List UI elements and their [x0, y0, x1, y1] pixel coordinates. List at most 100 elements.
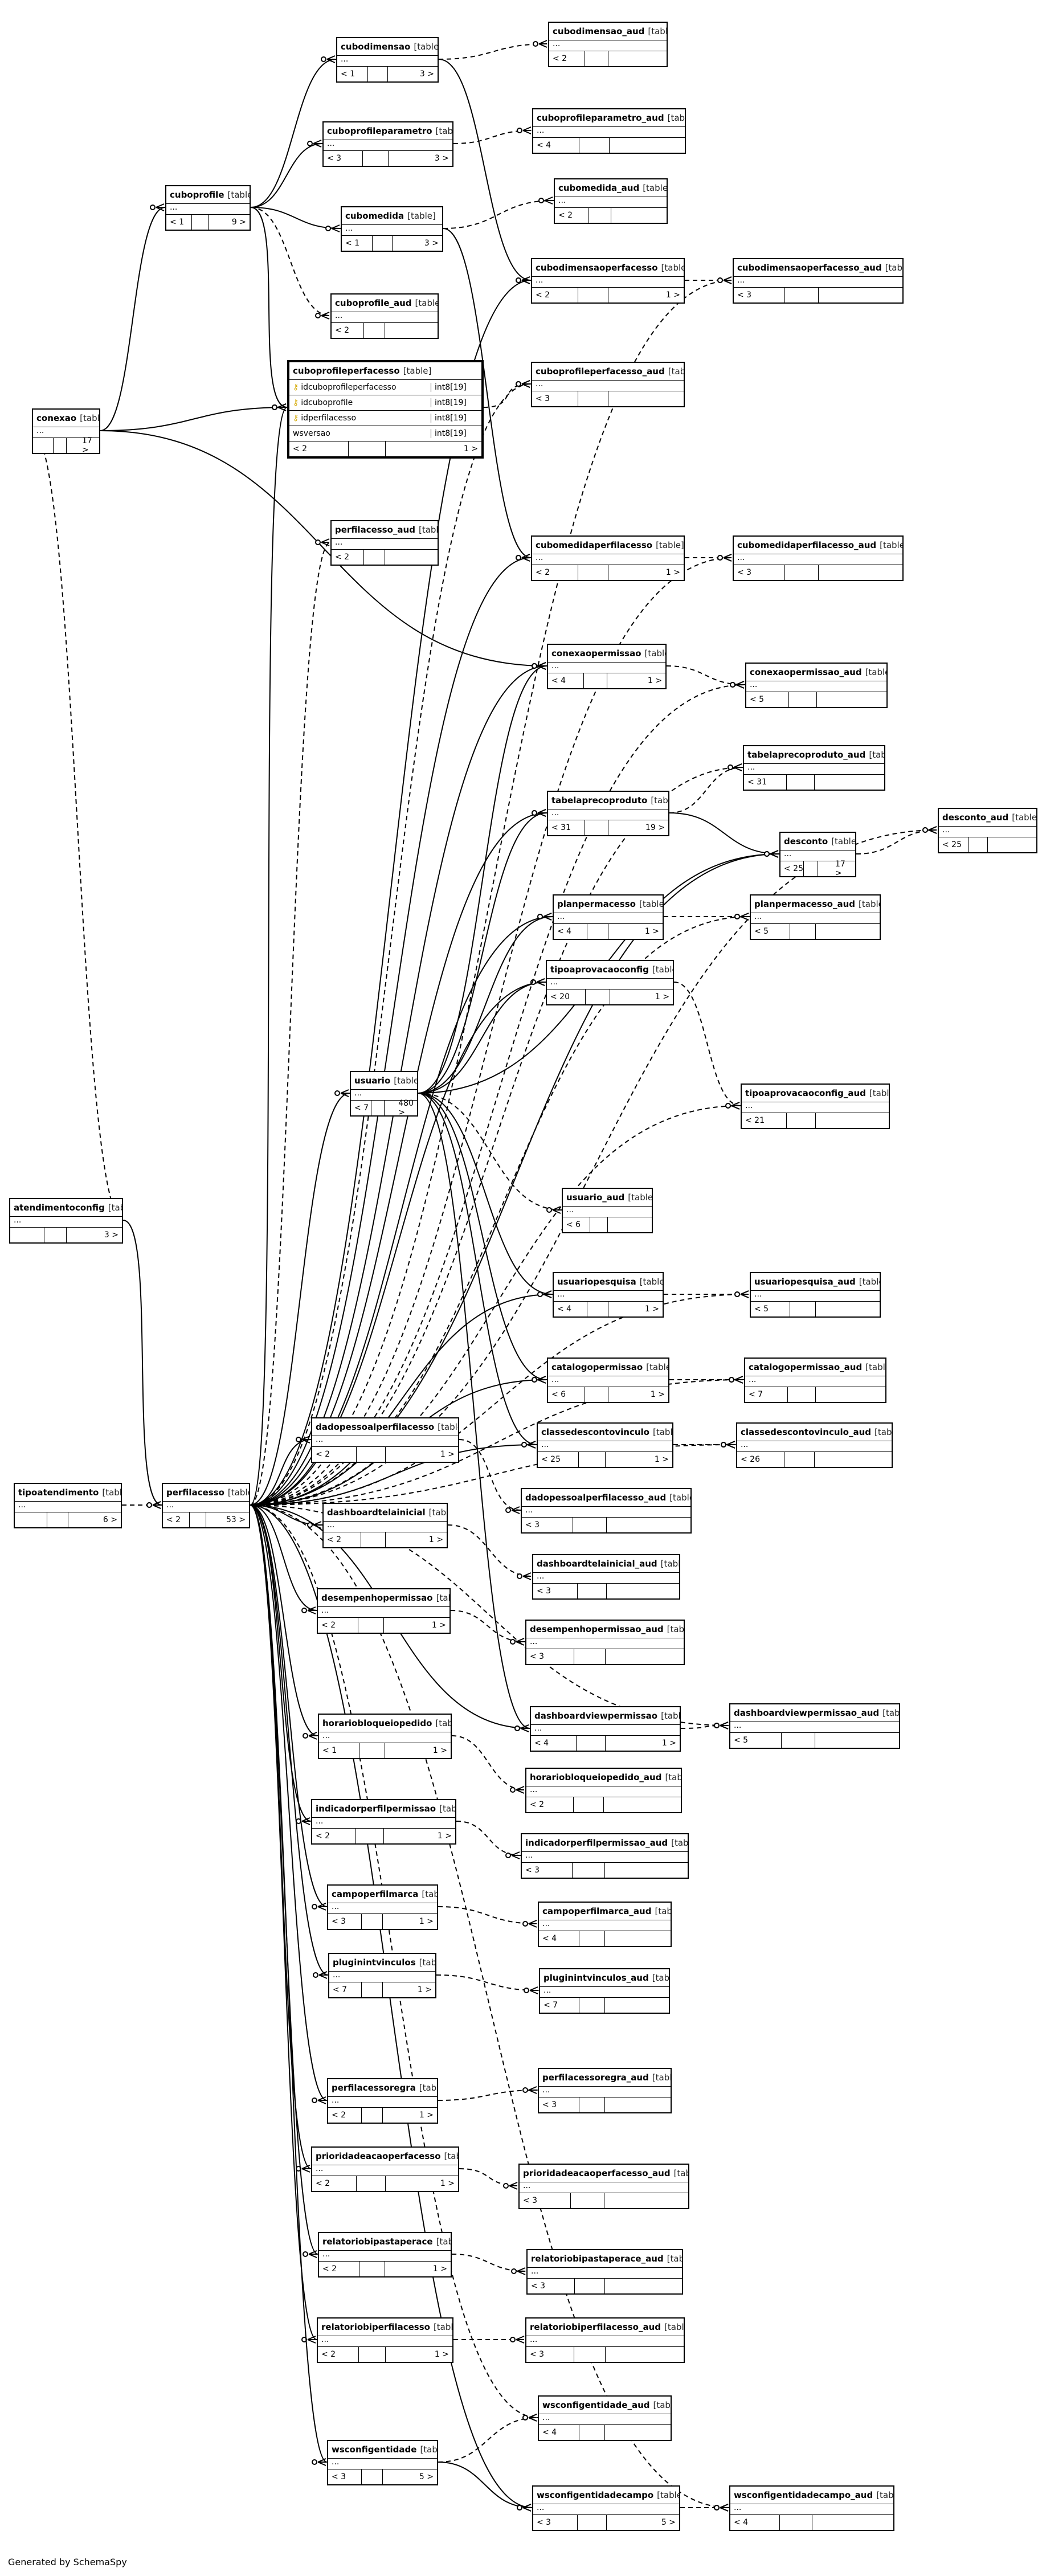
- table-header[interactable]: cubomedidaperfilacesso_aud[table]: [734, 537, 902, 554]
- table-header[interactable]: conexaopermissao_aud[table]: [746, 664, 886, 681]
- table-name[interactable]: cubomedida: [345, 211, 404, 221]
- table-header[interactable]: cuboprofileparametro_aud[table]: [533, 109, 685, 127]
- table-name[interactable]: prioridadeacaoperfacesso_aud: [523, 2168, 671, 2178]
- table-dadopessoalperfilacesso[interactable]: dadopessoalperfilacesso[table]...< 21 >: [311, 1417, 459, 1463]
- table-campoperfilmarca[interactable]: campoperfilmarca[table]...< 31 >: [327, 1884, 438, 1930]
- table-cubomedidaperfilacesso_aud[interactable]: cubomedidaperfilacesso_aud[table]...< 3: [733, 535, 904, 581]
- table-name[interactable]: tabelaprecoproduto_aud: [747, 750, 866, 760]
- table-header[interactable]: tabelaprecoproduto[table]: [548, 792, 668, 809]
- table-header[interactable]: pluginintvinculos_aud[table]: [540, 1969, 669, 1987]
- table-usuariopesquisa[interactable]: usuariopesquisa[table]...< 41 >: [553, 1272, 664, 1318]
- table-header[interactable]: wsconfigentidadecampo[table]: [533, 2487, 679, 2504]
- table-horariobloqueiopedido[interactable]: horariobloqueiopedido[table]...< 11 >: [318, 1714, 452, 1759]
- table-name[interactable]: tipoatendimento: [18, 1487, 99, 1498]
- table-header[interactable]: dadopessoalperfilacesso[table]: [312, 1418, 458, 1436]
- table-header[interactable]: usuariopesquisa_aud[table]: [751, 1273, 880, 1291]
- table-relatoriobipastaperace[interactable]: relatoriobipastaperace[table]...< 21 >: [318, 2232, 452, 2277]
- table-name[interactable]: campoperfilmarca: [332, 1889, 419, 1899]
- table-header[interactable]: prioridadeacaoperfacesso_aud[table]: [520, 2165, 688, 2182]
- table-relatoriobipastaperace_aud[interactable]: relatoriobipastaperace_aud[table]...< 3: [526, 2249, 683, 2295]
- table-header[interactable]: pluginintvinculos[table]: [329, 1954, 435, 1972]
- table-header[interactable]: cuboprofileparametro[table]: [324, 122, 452, 140]
- table-indicadorperfilpermissao[interactable]: indicadorperfilpermissao[table]...< 21 >: [311, 1799, 456, 1845]
- table-wsconfigentidadecampo[interactable]: wsconfigentidadecampo[table]...< 35 >: [532, 2485, 680, 2531]
- table-header[interactable]: dadopessoalperfilacesso_aud[table]: [522, 1489, 690, 1507]
- table-indicadorperfilpermissao_aud[interactable]: indicadorperfilpermissao_aud[table]...< …: [521, 1833, 689, 1879]
- table-planpermacesso_aud[interactable]: planpermacesso_aud[table]...< 5: [750, 894, 881, 940]
- table-name[interactable]: cuboprofile: [170, 190, 224, 200]
- table-header[interactable]: campoperfilmarca_aud[table]: [539, 1903, 671, 1920]
- table-name[interactable]: campoperfilmarca_aud: [542, 1906, 652, 1916]
- table-name[interactable]: desconto: [784, 836, 828, 847]
- table-header[interactable]: usuariopesquisa[table]: [554, 1273, 663, 1291]
- table-tipoaprovacaoconfig[interactable]: tipoaprovacaoconfig[table]...< 201 >: [546, 960, 674, 1005]
- table-desempenhopermissao_aud[interactable]: desempenhopermissao_aud[table]...< 3: [525, 1620, 685, 1665]
- table-name[interactable]: classedescontovinculo: [541, 1427, 649, 1437]
- table-name[interactable]: indicadorperfilpermissao_aud: [525, 1838, 668, 1848]
- table-dadopessoalperfilacesso_aud[interactable]: dadopessoalperfilacesso_aud[table]...< 3: [521, 1488, 692, 1534]
- table-header[interactable]: relatoriobiperfilacesso_aud[table]: [526, 2319, 684, 2336]
- table-name[interactable]: atendimentoconfig: [14, 1203, 105, 1213]
- table-name[interactable]: dashboardviewpermissao: [534, 1711, 658, 1721]
- table-name[interactable]: desempenhopermissao: [321, 1593, 433, 1603]
- table-name[interactable]: usuariopesquisa: [557, 1277, 636, 1287]
- table-dashboardtelainicial_aud[interactable]: dashboardtelainicial_aud[table]...< 3: [532, 1554, 680, 1600]
- table-header[interactable]: prioridadeacaoperfacesso[table]: [312, 2148, 458, 2165]
- table-name[interactable]: dashboardtelainicial: [327, 1507, 426, 1518]
- table-header[interactable]: relatoriobipastaperace_aud[table]: [528, 2250, 682, 2268]
- table-name[interactable]: catalogopermissao: [551, 1362, 643, 1372]
- table-classedescontovinculo[interactable]: classedescontovinculo[table]...< 251 >: [537, 1422, 673, 1468]
- table-dashboardviewpermissao_aud[interactable]: dashboardviewpermissao_aud[table]...< 5: [729, 1703, 900, 1749]
- table-header[interactable]: desconto_aud[table]: [939, 809, 1036, 827]
- table-name[interactable]: usuario_aud: [566, 1192, 625, 1203]
- table-header[interactable]: classedescontovinculo[table]: [538, 1424, 672, 1441]
- table-header[interactable]: perfilacesso[table]: [163, 1484, 249, 1502]
- table-cuboprofile_aud[interactable]: cuboprofile_aud[table]...< 2: [330, 293, 439, 339]
- table-name[interactable]: catalogopermissao_aud: [749, 1362, 863, 1372]
- table-name[interactable]: horariobloqueiopedido: [322, 1718, 432, 1728]
- table-name[interactable]: cubomedidaperfilacesso_aud: [737, 540, 877, 550]
- table-catalogopermissao[interactable]: catalogopermissao[table]...< 61 >: [547, 1357, 669, 1403]
- table-name[interactable]: relatoriobiperfilacesso: [321, 2322, 430, 2332]
- table-header[interactable]: relatoriobiperfilacesso[table]: [318, 2319, 452, 2336]
- table-cuboprofile[interactable]: cuboprofile[table]...< 19 >: [165, 185, 251, 231]
- table-header[interactable]: tipoaprovacaoconfig[table]: [547, 961, 673, 979]
- table-name[interactable]: conexao: [36, 413, 77, 423]
- table-name[interactable]: horariobloqueiopedido_aud: [530, 1772, 662, 1782]
- table-name[interactable]: planpermacesso_aud: [754, 899, 856, 909]
- table-header[interactable]: wsconfigentidadecampo_aud[table]: [730, 2487, 893, 2504]
- table-name[interactable]: dashboardviewpermissao_aud: [734, 1708, 880, 1718]
- table-perfilacessoregra_aud[interactable]: perfilacessoregra_aud[table]...< 3: [538, 2068, 672, 2113]
- table-name[interactable]: cubodimensaoperfacesso: [536, 263, 658, 273]
- table-dashboardviewpermissao[interactable]: dashboardviewpermissao[table]...< 41 >: [530, 1706, 681, 1752]
- table-dashboardtelainicial[interactable]: dashboardtelainicial[table]...< 21 >: [322, 1503, 448, 1548]
- table-tipoatendimento[interactable]: tipoatendimento[table]...6 >: [14, 1483, 122, 1528]
- table-header[interactable]: wsconfigentidade_aud[table]: [539, 2397, 671, 2414]
- table-header[interactable]: dashboardviewpermissao_aud[table]: [730, 1704, 899, 1722]
- table-header[interactable]: desempenhopermissao_aud[table]: [526, 1621, 684, 1638]
- table-header[interactable]: dashboardviewpermissao[table]: [531, 1707, 680, 1725]
- table-name[interactable]: desempenhopermissao_aud: [530, 1624, 664, 1634]
- table-atendimentoconfig[interactable]: atendimentoconfig[table]...3 >: [9, 1198, 123, 1244]
- table-usuariopesquisa_aud[interactable]: usuariopesquisa_aud[table]...< 5: [750, 1272, 881, 1318]
- table-name[interactable]: perfilacesso_aud: [335, 525, 415, 535]
- table-cuboprofileperfacesso_aud[interactable]: cuboprofileperfacesso_aud[table]...< 3: [531, 362, 685, 407]
- table-name[interactable]: conexaopermissao_aud: [750, 667, 862, 677]
- table-header[interactable]: horariobloqueiopedido_aud[table]: [526, 1769, 681, 1786]
- table-header[interactable]: planpermacesso_aud[table]: [751, 896, 880, 913]
- table-perfilacesso_aud[interactable]: perfilacesso_aud[table]...< 2: [330, 520, 439, 566]
- table-header[interactable]: tipoatendimento[table]: [15, 1484, 121, 1502]
- table-pluginintvinculos_aud[interactable]: pluginintvinculos_aud[table]...< 7: [539, 1968, 670, 2014]
- table-name[interactable]: cubomedida_aud: [558, 183, 640, 193]
- table-prioridadeacaoperfacesso_aud[interactable]: prioridadeacaoperfacesso_aud[table]...< …: [518, 2164, 689, 2209]
- table-header[interactable]: desconto[table]: [780, 833, 855, 851]
- table-header[interactable]: dashboardtelainicial[table]: [324, 1504, 447, 1522]
- table-conexaopermissao[interactable]: conexaopermissao[table]...< 41 >: [547, 644, 667, 689]
- table-campoperfilmarca_aud[interactable]: campoperfilmarca_aud[table]...< 4: [538, 1902, 672, 1947]
- table-name[interactable]: cuboprofileperfacesso_aud: [536, 366, 665, 377]
